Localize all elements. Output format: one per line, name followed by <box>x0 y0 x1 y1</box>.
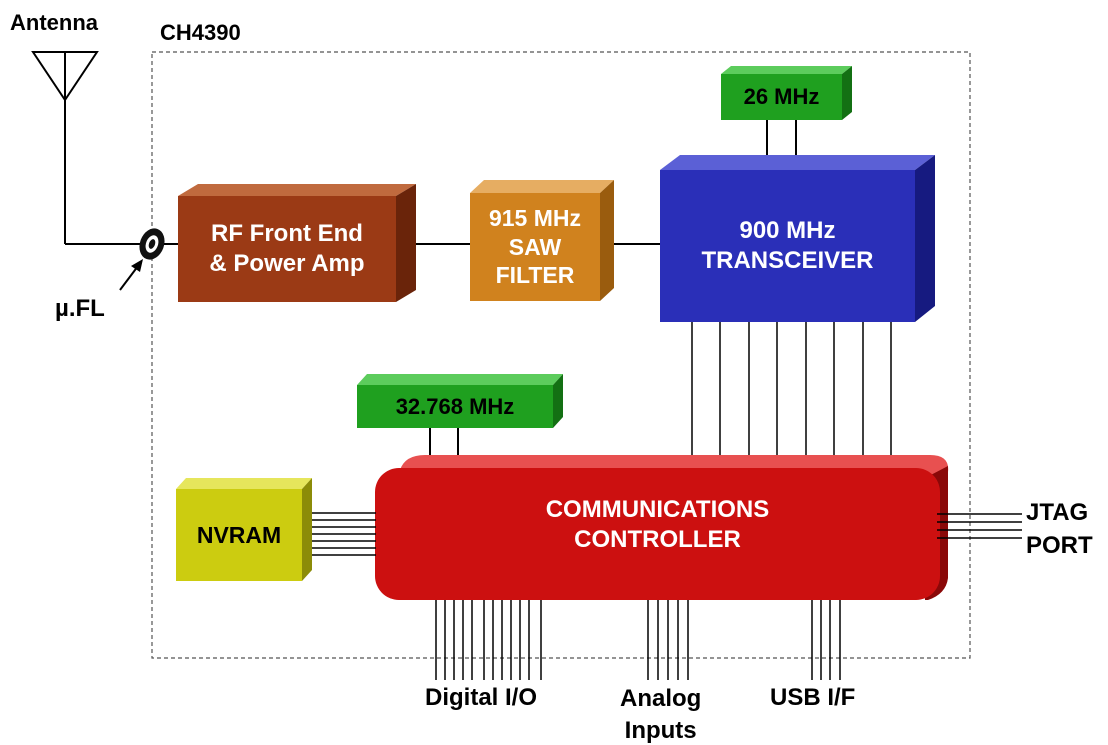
digital-io-bus-lines <box>435 600 542 680</box>
ufl-connector-label: µ.FL <box>55 295 105 322</box>
osc-32mhz-3d-block <box>357 374 563 428</box>
rf-front-end-label: RF Front End & Power Amp <box>209 220 365 277</box>
connector-pointer-arrow <box>119 259 143 291</box>
osc-26mhz-pins <box>766 120 797 160</box>
controller-label: COMMUNICATIONS CONTROLLER <box>545 496 770 553</box>
digital-io-label: Digital I/O <box>425 684 538 711</box>
osc-32mhz-label: 32.768 MHz <box>395 393 515 419</box>
antenna-label: Antenna <box>10 10 98 35</box>
osc-26mhz-3d-block <box>721 66 852 120</box>
ufl-connector-icon <box>139 228 165 260</box>
transceiver-controller-bus <box>691 322 892 468</box>
usb-if-bus-lines <box>811 600 841 680</box>
usb-if-label: USB I/F <box>770 684 856 711</box>
saw-filter-3d-block <box>470 180 614 301</box>
saw-filter-label: 915 MHz SAW FILTER <box>488 204 582 289</box>
nvram-label: NVRAM <box>196 521 282 548</box>
controller-3d-block <box>375 455 949 600</box>
analog-inputs-label: Analog Inputs <box>620 685 702 744</box>
board-title: CH4390 <box>160 20 241 45</box>
osc-26mhz-label: 26 MHz <box>743 84 820 110</box>
transceiver-3d-block <box>660 155 935 322</box>
jtag-port-label: JTAG PORT <box>1026 499 1093 559</box>
antenna-icon <box>31 51 140 245</box>
nvram-controller-bus <box>312 512 376 556</box>
transceiver-label: 900 MHz TRANSCEIVER <box>701 217 874 274</box>
nvram-3d-block <box>176 478 312 581</box>
jtag-port-lines <box>937 513 1022 539</box>
rf-front-end-3d-block <box>178 184 416 302</box>
analog-inputs-bus-lines <box>647 600 689 680</box>
board-outline <box>151 51 971 659</box>
